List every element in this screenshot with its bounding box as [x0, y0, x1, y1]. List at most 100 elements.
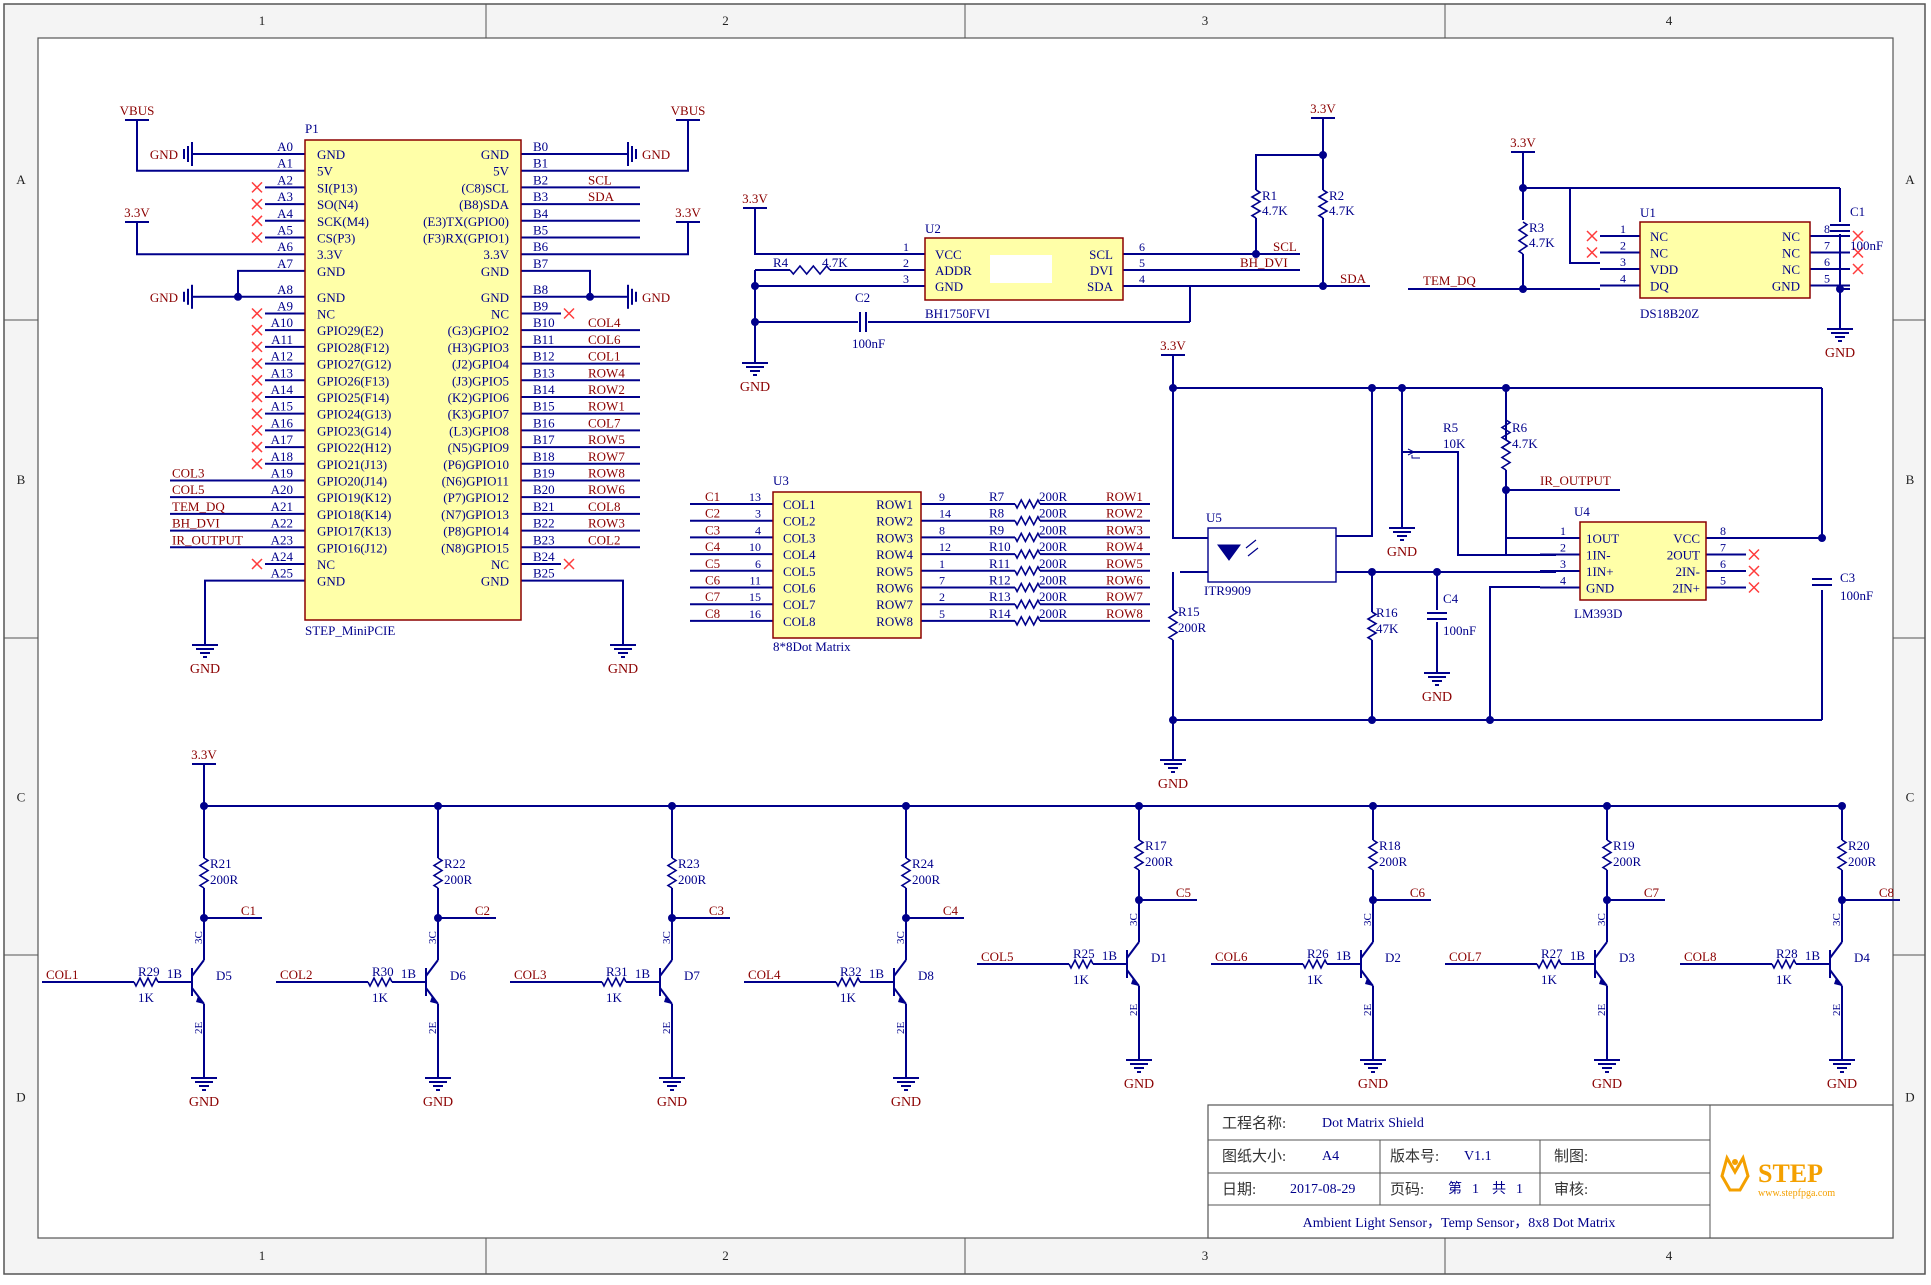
u3-pin-num: 14 [939, 507, 951, 521]
u4-pin-name: 1OUT [1586, 531, 1619, 546]
u1-pin-name: GND [1772, 279, 1800, 294]
emitter-label: 2E [895, 1022, 907, 1035]
zone-col-top: 4 [1666, 13, 1673, 28]
net-label: COL2 [588, 532, 621, 547]
no-connect-mark [1748, 565, 1760, 577]
p1-pin-num: A8 [277, 282, 293, 297]
junction-dot [751, 318, 759, 326]
resistor [1133, 839, 1145, 871]
net-label: COL7 [1449, 949, 1482, 964]
r15-ref: R15 [1178, 604, 1200, 619]
p1-pin-name: (L3)GPIO8 [449, 423, 509, 438]
net-label: C1 [241, 903, 256, 918]
gnd-label: GND [740, 380, 770, 395]
gnd-label: GND [150, 147, 178, 162]
tb-value: V1.1 [1464, 1149, 1492, 1164]
u3-pin-num: 5 [939, 607, 945, 621]
junction-dot [1169, 716, 1177, 724]
u1-pin-num: 3 [1620, 255, 1626, 269]
p1-pin-name: 5V [317, 164, 334, 179]
p1-pin-name: GND [481, 264, 509, 279]
emitter-arrow [664, 996, 672, 1004]
driver-base-resistor-value: 1K [1307, 972, 1324, 987]
u4-name: LM393D [1574, 606, 1622, 621]
tb-key: 页码: [1390, 1181, 1424, 1198]
net-label: COL6 [588, 332, 621, 347]
components: P1STEP_MiniPCIEA0GNDA15VA2SI(P13)A3SO(N4… [46, 101, 1894, 1110]
p1-pin-num: A18 [271, 449, 293, 464]
tb-key: 图纸大小: [1222, 1148, 1286, 1165]
wire [1523, 187, 1600, 264]
driver-collector-resistor-ref: R23 [678, 856, 700, 871]
net-label: SDA [588, 189, 615, 204]
p1-pin-name: (G3)GPIO2 [448, 323, 509, 338]
p1-pin-name: (N6)GPIO11 [442, 473, 509, 488]
p1-pin-num: A23 [271, 532, 293, 547]
transistor-collector [1594, 941, 1608, 959]
wiper [1411, 455, 1420, 459]
r3-value: 4.7K [1529, 235, 1555, 250]
base-label: 1B [1570, 948, 1586, 963]
emitter-arrow [898, 996, 906, 1004]
transistor-ref: D1 [1151, 950, 1167, 965]
resistor [789, 264, 831, 276]
vbus-wire [136, 120, 265, 172]
junction-dot [1519, 184, 1527, 192]
resistor [1517, 221, 1529, 255]
no-connect-mark [251, 408, 263, 420]
u3-pin-name: ROW4 [876, 547, 913, 562]
p1-pin-name: GPIO26(F13) [317, 373, 389, 388]
u2-pin-name: VCC [935, 247, 962, 262]
net-label: COL4 [588, 315, 621, 330]
collector-label: 3C [895, 931, 907, 944]
step-logo-icon [1732, 1159, 1738, 1165]
tb-value: 第 [1448, 1180, 1462, 1197]
u2-pin-num: 3 [903, 272, 909, 286]
no-connect-mark [251, 181, 263, 193]
p1-pin-name: GND [317, 574, 345, 589]
collector-label: 3C [1362, 913, 1374, 926]
no-connect-mark [251, 558, 263, 570]
net-label: TEM_DQ [1423, 273, 1476, 288]
junction-dot [1818, 534, 1826, 542]
r3-ref: R3 [1529, 220, 1544, 235]
emitter-label: 2E [1362, 1004, 1374, 1017]
p1-pin-name: (E3)TX(GPIO0) [423, 214, 509, 229]
p1-pin-name: GPIO22(H12) [317, 440, 391, 455]
u3-pin-name: COL7 [783, 597, 816, 612]
gnd-label: GND [891, 1095, 921, 1110]
p1-pin-name: (B8)SDA [459, 197, 509, 212]
gnd-label: GND [1592, 1077, 1622, 1092]
zone-row-left: B [17, 472, 26, 487]
p1-pin-num: A6 [277, 239, 293, 254]
p1-pin-num: A22 [271, 516, 293, 531]
row-resistor-value: 200R [1039, 573, 1068, 588]
net-label: COL3 [172, 465, 205, 480]
p1-pin-num: A0 [277, 139, 293, 154]
resistor [133, 976, 159, 988]
tb-value: A4 [1322, 1149, 1339, 1164]
p1-pin-num: B5 [533, 223, 548, 238]
p1-pin-num: A19 [271, 465, 293, 480]
transistor-ref: D5 [216, 968, 232, 983]
p1-pin-num: B19 [533, 465, 555, 480]
u3-pin-name: COL6 [783, 581, 816, 596]
u3-pin-name: COL5 [783, 564, 816, 579]
u1-pin-name: DQ [1650, 279, 1669, 294]
p1-pin-name: GND [317, 290, 345, 305]
zone-col-top: 2 [722, 13, 729, 28]
driver-base-resistor-value: 1K [840, 990, 857, 1005]
transistor-ref: D6 [450, 968, 466, 983]
r1-ref: R1 [1262, 188, 1277, 203]
net-label: BH_DVI [172, 516, 220, 531]
gnd-label: GND [1827, 1077, 1857, 1092]
resistor [1366, 611, 1378, 641]
u3-pin-num: 13 [749, 490, 761, 504]
net-label: ROW2 [588, 382, 625, 397]
u2-ref: U2 [925, 221, 941, 236]
resistor [432, 857, 444, 889]
gnd-label: GND [1422, 690, 1452, 705]
driver-base-resistor-value: 1K [372, 990, 389, 1005]
no-connect-mark [251, 391, 263, 403]
